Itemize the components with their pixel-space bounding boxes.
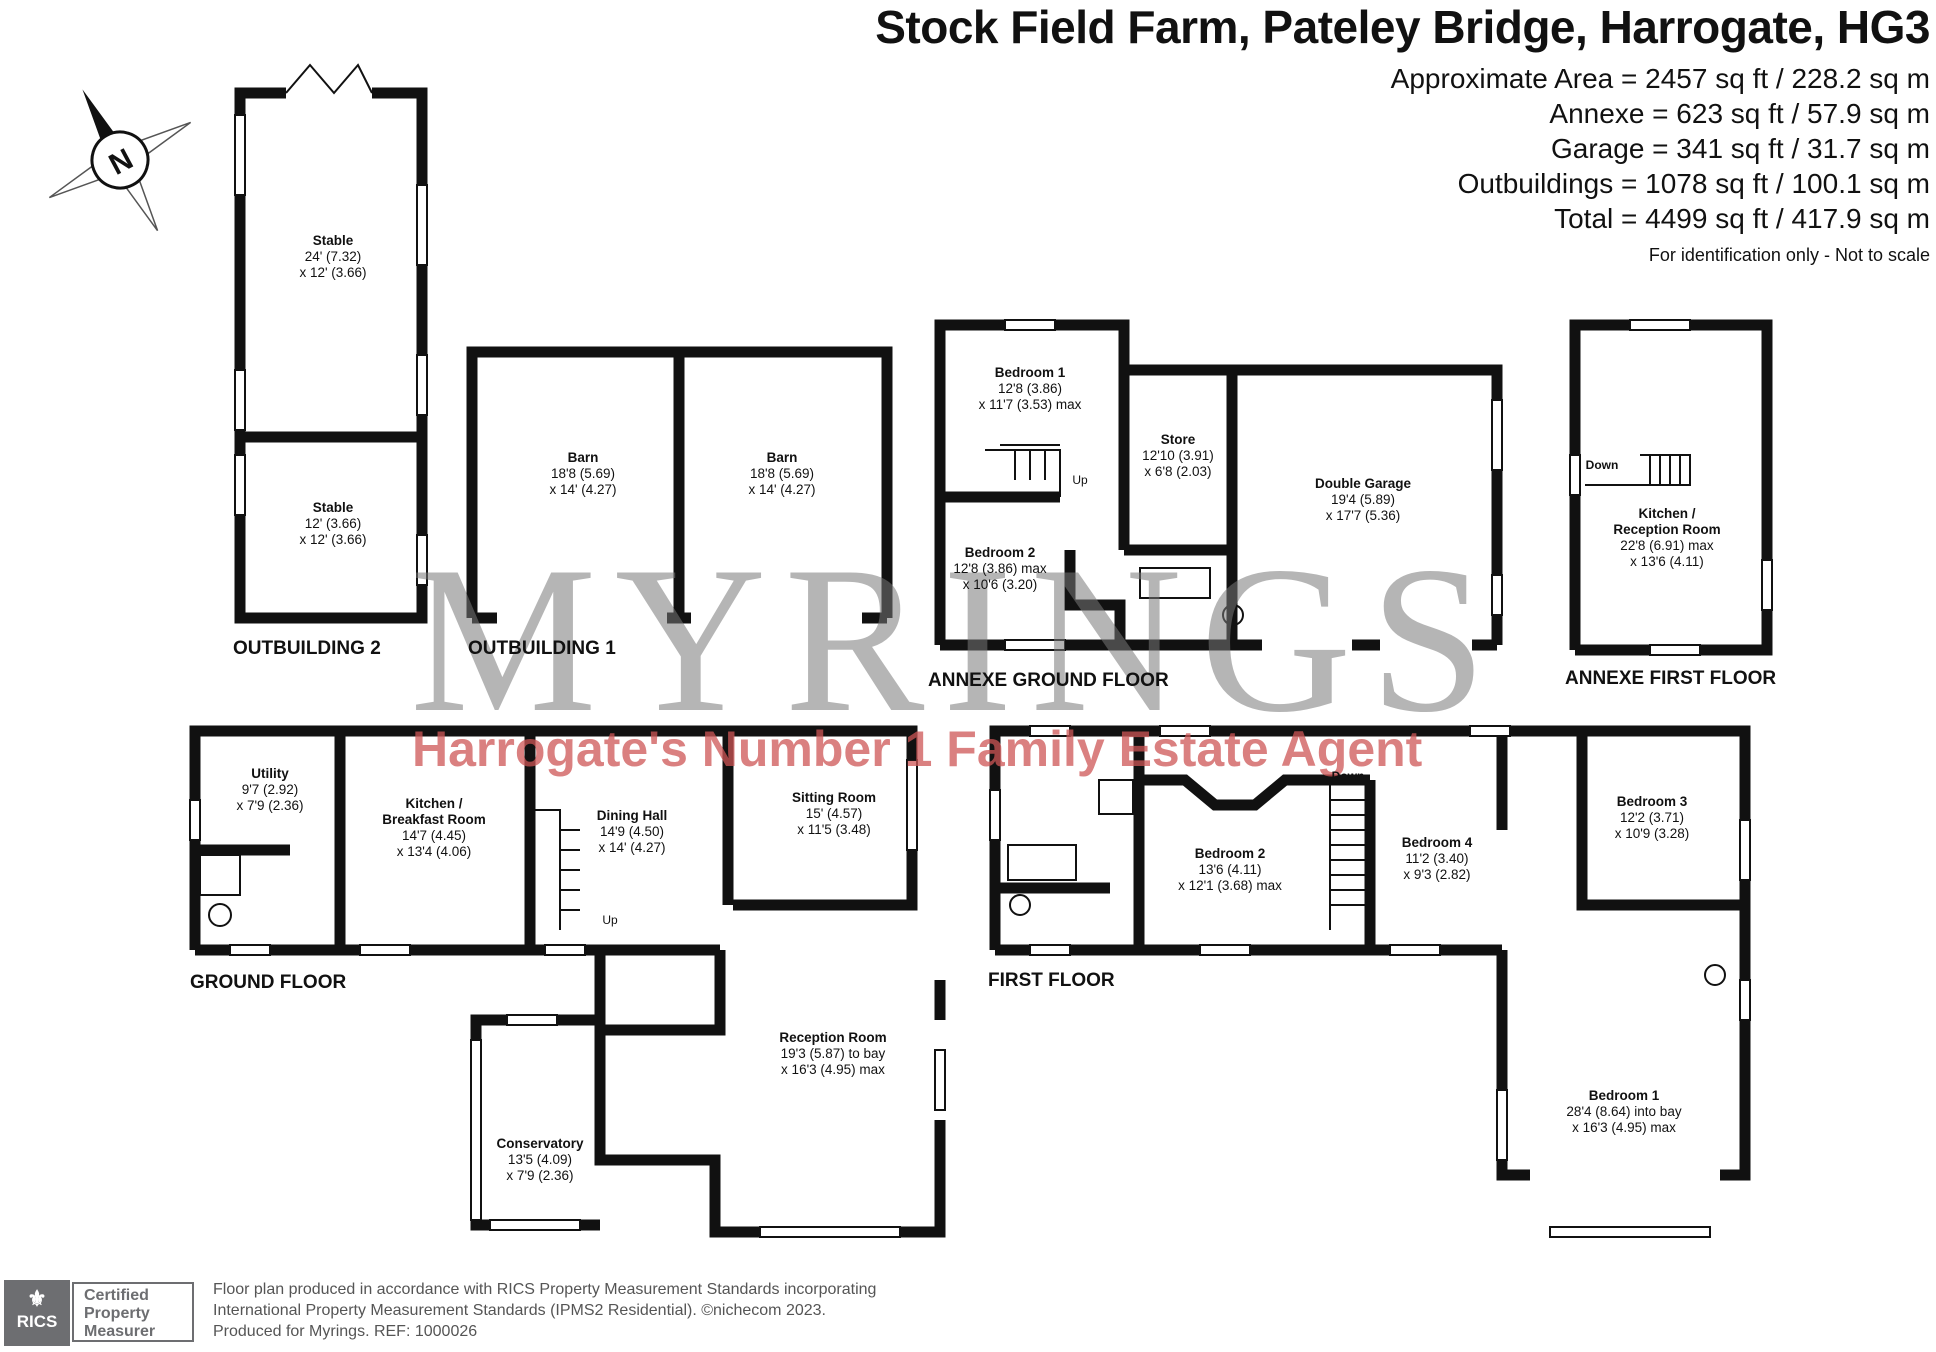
floor-label-outbuilding-1: OUTBUILDING 1: [468, 638, 616, 659]
stairs: [535, 444, 1691, 930]
area-outbuildings: Outbuildings = 1078 sq ft / 100.1 sq m: [1457, 168, 1930, 199]
rics-certified-box: Certified Property Measurer: [72, 1282, 194, 1342]
stairs-down-first: Down: [1331, 769, 1365, 783]
stairs-up-ground: Up: [602, 913, 618, 927]
floor-label-first: FIRST FLOOR: [988, 970, 1115, 991]
floor-label-outbuilding-2: OUTBUILDING 2: [233, 638, 381, 659]
floor-label-annexe-ground: ANNEXE GROUND FLOOR: [928, 670, 1169, 691]
watermark-brand: MYRINGS: [410, 524, 1505, 756]
rics-logo: ⚜ RICS: [4, 1280, 70, 1346]
floor-label-annexe-first: ANNEXE FIRST FLOOR: [1565, 668, 1777, 689]
annexe-first-walls: [1569, 319, 1773, 656]
area-total: Total = 4499 sq ft / 417.9 sq m: [1554, 203, 1930, 234]
floor-label-ground: GROUND FLOOR: [190, 972, 347, 993]
area-total-approx: Approximate Area = 2457 sq ft / 228.2 sq…: [1390, 63, 1930, 94]
outbuilding-2-walls: [234, 87, 428, 624]
area-annexe: Annexe = 623 sq ft / 57.9 sq m: [1549, 98, 1930, 129]
footer-disclaimer: Floor plan produced in accordance with R…: [213, 1281, 877, 1340]
property-title: Stock Field Farm, Pateley Bridge, Harrog…: [875, 1, 1930, 53]
rics-crest-icon: ⚜: [27, 1286, 47, 1311]
compass-rose-icon: N: [48, 89, 192, 232]
scale-note: For identification only - Not to scale: [1648, 245, 1930, 265]
stairs-down-annexe: Down: [1585, 458, 1619, 472]
stairs-up-annexe: Up: [1072, 473, 1088, 487]
rics-badge: ⚜ RICS Certified Property Measurer: [4, 1280, 199, 1346]
annexe-ground-walls: [934, 319, 1503, 651]
outbuilding-1-walls: [466, 346, 893, 624]
watermark-tagline: Harrogate's Number 1 Family Estate Agent: [412, 721, 1423, 777]
area-garage: Garage = 341 sq ft / 31.7 sq m: [1551, 133, 1930, 164]
